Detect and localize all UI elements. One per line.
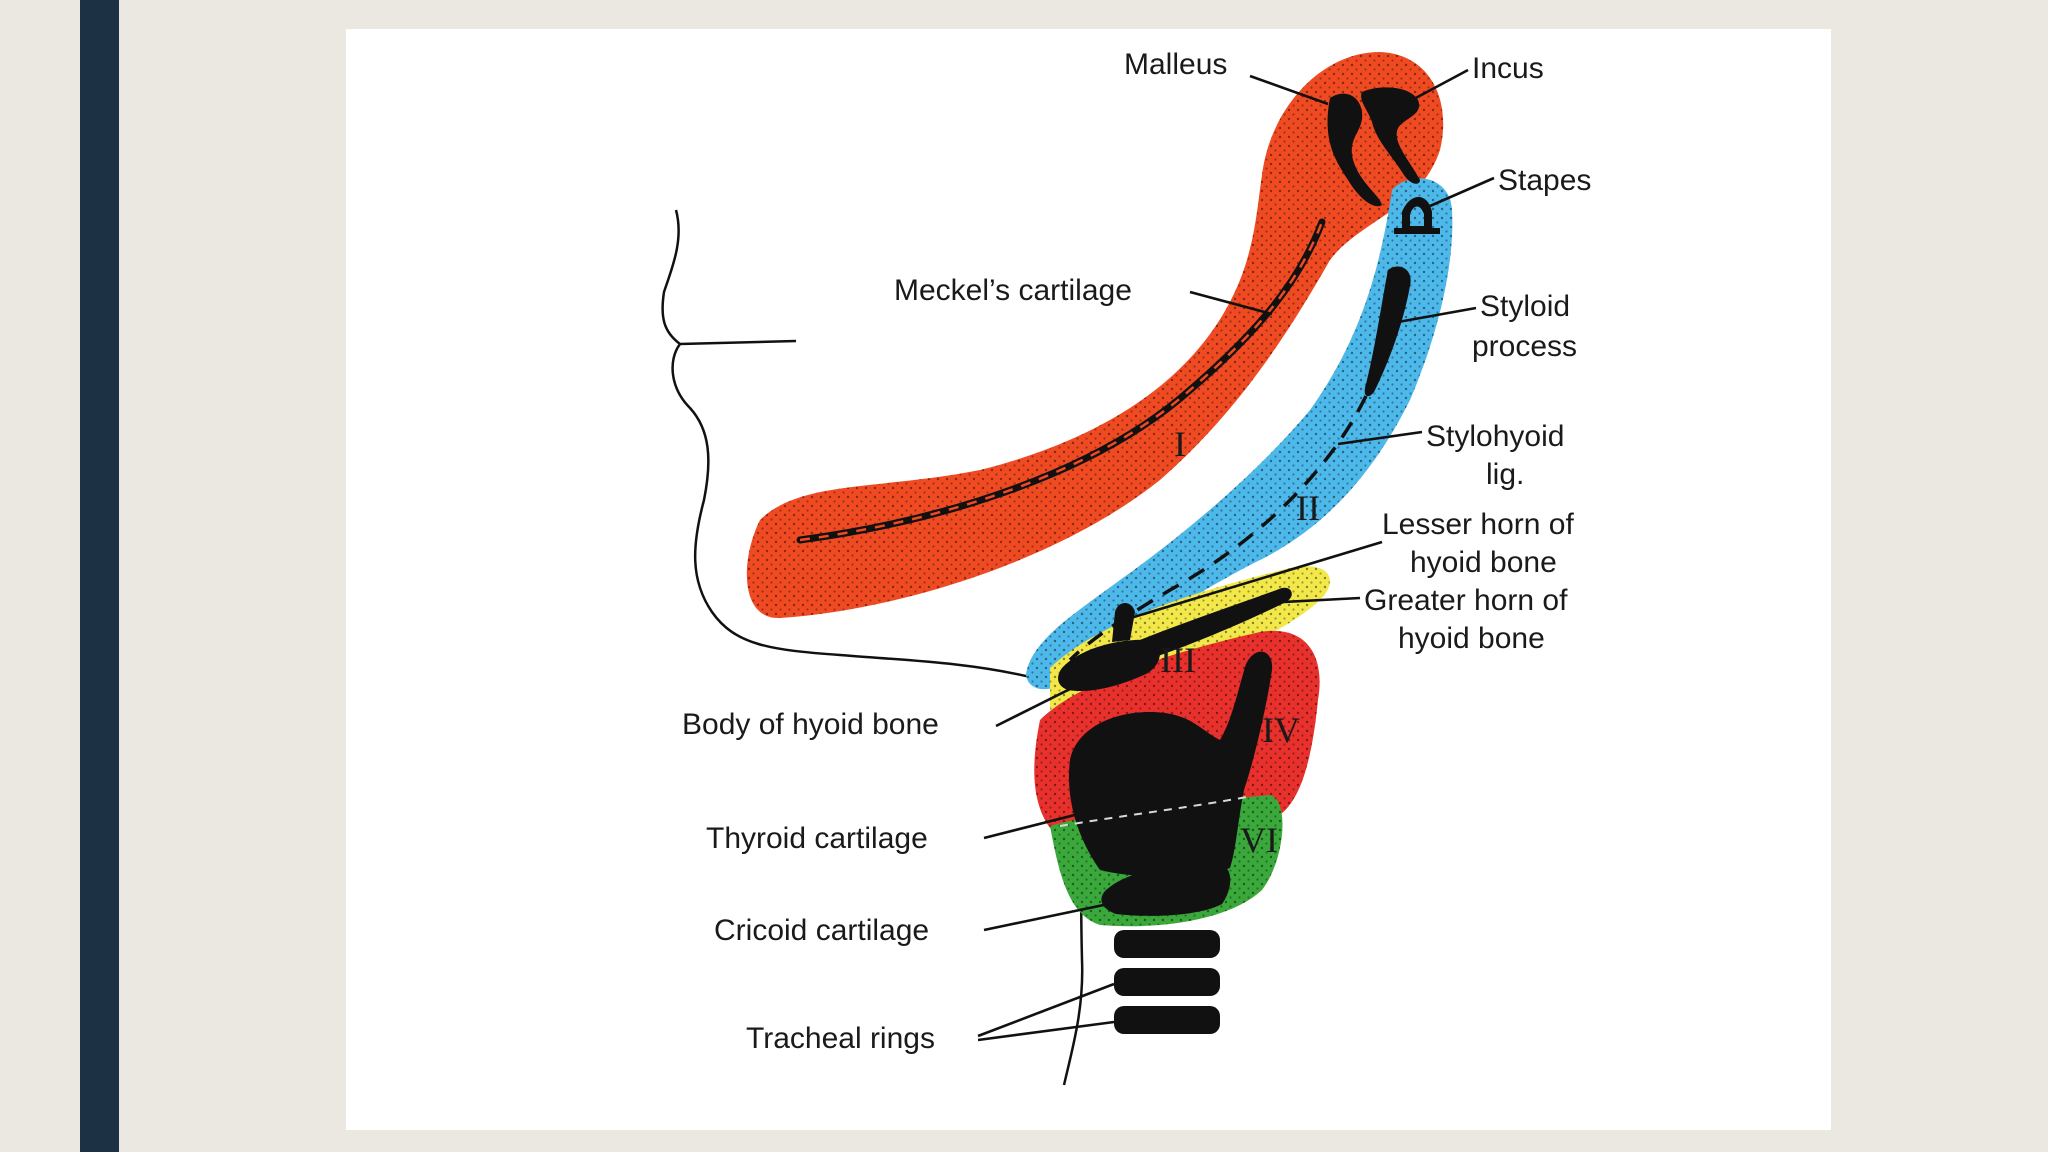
cricoid-cartilage	[1101, 861, 1231, 916]
slide-accent-bar	[80, 0, 119, 1152]
label-tracheal-rings: Tracheal rings	[746, 1022, 935, 1055]
arch-label-ii: II	[1296, 488, 1320, 528]
label-greater-horn-line2: hyoid bone	[1398, 622, 1545, 655]
hyoid-lesser-horn	[1112, 603, 1135, 642]
label-greater-horn-line1: Greater horn of	[1364, 584, 1568, 617]
arch-label-iv: IV	[1262, 710, 1300, 750]
arch-label-iii: III	[1160, 640, 1196, 680]
label-styloid-line2: process	[1472, 330, 1577, 363]
label-cricoid-cartilage: Cricoid cartilage	[714, 914, 929, 947]
malleus-bone	[1327, 93, 1382, 207]
stylohyoid-ligament	[1068, 395, 1368, 662]
hyoid-greater-horn	[1140, 587, 1292, 662]
label-lesser-horn-line2: hyoid bone	[1410, 546, 1557, 579]
arch-label-vi: VI	[1240, 820, 1278, 860]
tracheal-ring	[1114, 968, 1220, 996]
label-incus: Incus	[1472, 52, 1544, 85]
tracheal-ring	[1114, 930, 1220, 958]
stapes-bone	[1394, 197, 1440, 234]
label-thyroid-cartilage: Thyroid cartilage	[706, 822, 928, 855]
leader-lines	[977, 68, 1495, 1042]
thyroid-cartilage	[1068, 651, 1273, 877]
arch-label-i: I	[1174, 424, 1186, 464]
label-meckels-cartilage: Meckel’s cartilage	[894, 274, 1132, 307]
label-stapes: Stapes	[1498, 164, 1591, 197]
hyoid-body	[1058, 639, 1161, 692]
tracheal-ring	[1114, 1006, 1220, 1034]
label-malleus: Malleus	[1124, 48, 1227, 81]
label-styloid-line1: Styloid	[1480, 290, 1570, 323]
incus-bone	[1361, 87, 1420, 184]
label-body-of-hyoid: Body of hyoid bone	[682, 708, 939, 741]
slide-content-card	[346, 29, 1831, 1130]
label-lesser-horn-line1: Lesser horn of	[1382, 508, 1574, 541]
label-stylohyoid-line2: lig.	[1486, 458, 1524, 491]
styloid-process-bone	[1364, 266, 1411, 397]
face-profile-outline	[661, 209, 1089, 1086]
label-stylohyoid-line1: Stylohyoid	[1426, 420, 1564, 453]
